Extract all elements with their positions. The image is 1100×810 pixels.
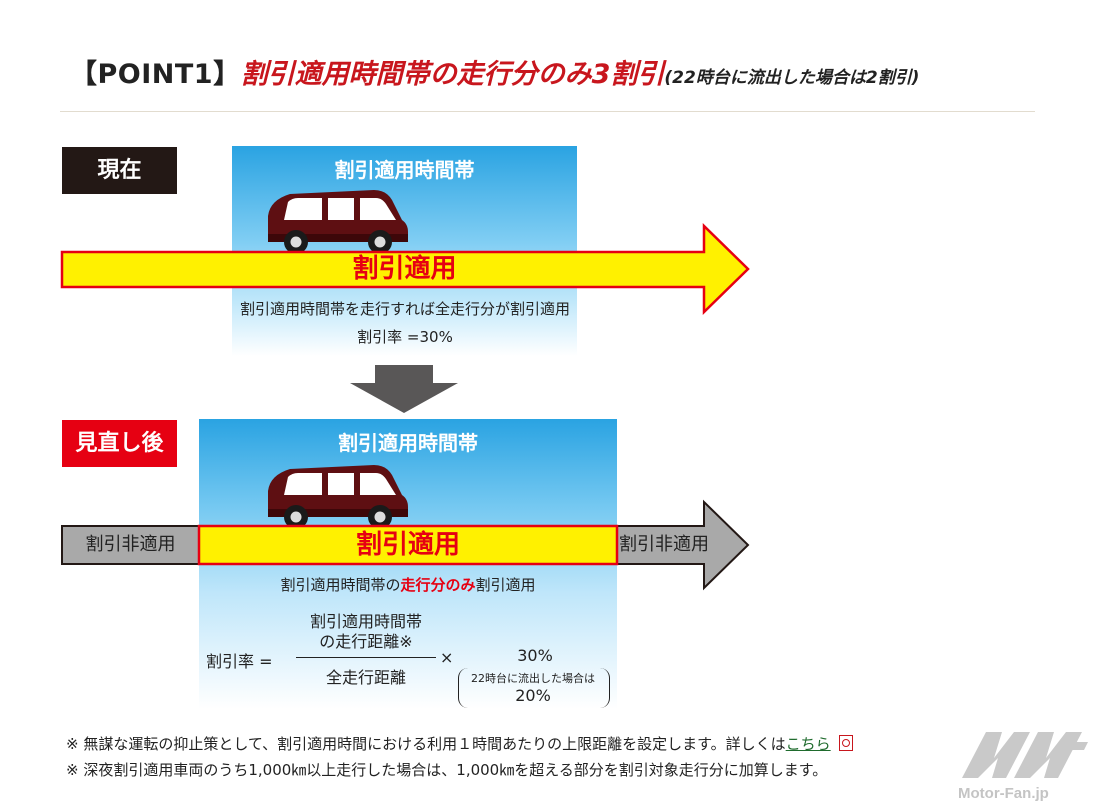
after-right-label: 割引非適用: [619, 534, 709, 555]
current-tag: 現在: [62, 147, 177, 194]
formula-times: ×: [440, 648, 454, 667]
down-arrow-icon: [350, 365, 458, 413]
after-center-label: 割引適用: [355, 530, 460, 560]
after-caption-pre: 割引適用時間帯の: [280, 576, 401, 594]
after-caption: 割引適用時間帯の走行分のみ割引適用: [199, 574, 617, 597]
title-note: (22時台に流出した場合は2割引): [664, 68, 920, 88]
after-zone-title: 割引適用時間帯: [338, 431, 478, 455]
footnote-2: ※ 深夜割引適用車両のうち1,000㎞以上走行した場合は、1,000㎞を超える部…: [66, 761, 828, 779]
alt-rate-bracket: [458, 668, 610, 708]
current-car-icon: [268, 190, 408, 254]
formula-denominator: 全走行距離: [325, 668, 406, 687]
current-caption-line2: 割引率 =30%: [357, 328, 453, 346]
alt-rate-value: 20%: [515, 686, 551, 705]
title-prefix: 【POINT1】: [70, 59, 241, 90]
after-discount-segment: [197, 524, 619, 566]
pdf-icon[interactable]: [839, 735, 854, 751]
alt-rate-note: 22時台に流出した場合は: [471, 672, 595, 685]
fraction-bar: [296, 657, 436, 658]
footnote-1-text: ※ 無謀な運転の抑止策として、割引適用時間における利用１時間あたりの上限距離を設…: [66, 735, 786, 753]
after-caption-post: 割引適用: [475, 576, 536, 594]
formula-lhs: 割引率 =: [206, 652, 273, 671]
current-arrow-label: 割引適用: [352, 254, 457, 284]
formula-rate: 30%: [517, 646, 553, 665]
after-caption-highlight: 走行分のみ: [400, 576, 476, 594]
numerator-line2: の走行距離※: [319, 632, 413, 651]
current-caption-line1: 割引適用時間帯を走行すれば全走行分が割引適用: [239, 300, 570, 318]
current-discount-arrow: [60, 223, 750, 315]
title-main: 割引適用時間帯の走行分のみ3割引: [240, 59, 665, 90]
watermark-text: Motor-Fan.jp: [958, 785, 1049, 802]
after-car-icon: [268, 465, 408, 529]
title-divider: [60, 111, 1035, 112]
page-title: 【POINT1】割引適用時間帯の走行分のみ3割引(22時台に流出した場合は2割引…: [70, 52, 1040, 96]
formula-numerator: 割引適用時間帯 の走行距離※: [296, 612, 436, 652]
after-tag: 見直し後: [62, 420, 177, 467]
footnote-1: ※ 無謀な運転の抑止策として、割引適用時間における利用１時間あたりの上限距離を設…: [66, 733, 854, 754]
numerator-line1: 割引適用時間帯: [309, 612, 422, 631]
watermark-logo: Motor-Fan.jp: [958, 732, 1088, 802]
logo-mark-3: [1056, 742, 1088, 750]
current-zone-title: 割引適用時間帯: [334, 158, 475, 182]
after-left-label: 割引非適用: [85, 534, 176, 555]
logo-mark-1: [962, 732, 1030, 778]
footnote-1-link[interactable]: こちら: [785, 735, 831, 753]
